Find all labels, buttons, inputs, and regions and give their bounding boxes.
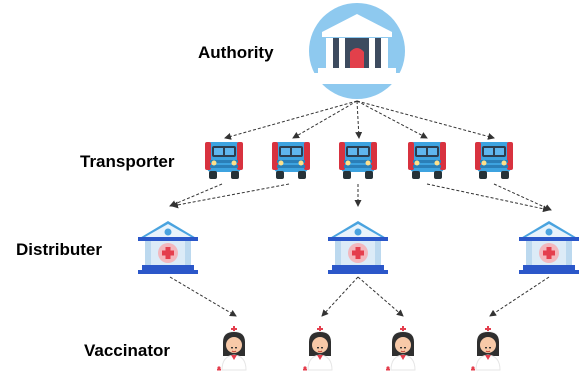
nurse-icon bbox=[216, 325, 247, 371]
nurse-icon bbox=[302, 325, 333, 371]
hospital-icon bbox=[328, 221, 388, 274]
arrows-distributer-to-vaccinator bbox=[169, 276, 550, 317]
tier-label-authority: Authority bbox=[198, 43, 274, 62]
hospital-icon bbox=[138, 221, 198, 274]
arrows-transporter-to-distributer bbox=[169, 183, 552, 213]
nurse-icon bbox=[470, 325, 501, 371]
hospital-icon bbox=[519, 221, 579, 274]
tier-label-distributer: Distributer bbox=[16, 240, 102, 259]
government-building-icon bbox=[309, 3, 405, 99]
truck-icon bbox=[272, 142, 310, 179]
tier-label-transporter: Transporter bbox=[80, 152, 175, 171]
truck-icon bbox=[339, 142, 377, 179]
tier-label-vaccinator: Vaccinator bbox=[84, 341, 170, 360]
truck-icon bbox=[408, 142, 446, 179]
truck-icon bbox=[205, 142, 243, 179]
truck-icon bbox=[475, 142, 513, 179]
nurse-icon bbox=[385, 325, 416, 371]
arrows-authority-to-transporter bbox=[224, 100, 495, 140]
